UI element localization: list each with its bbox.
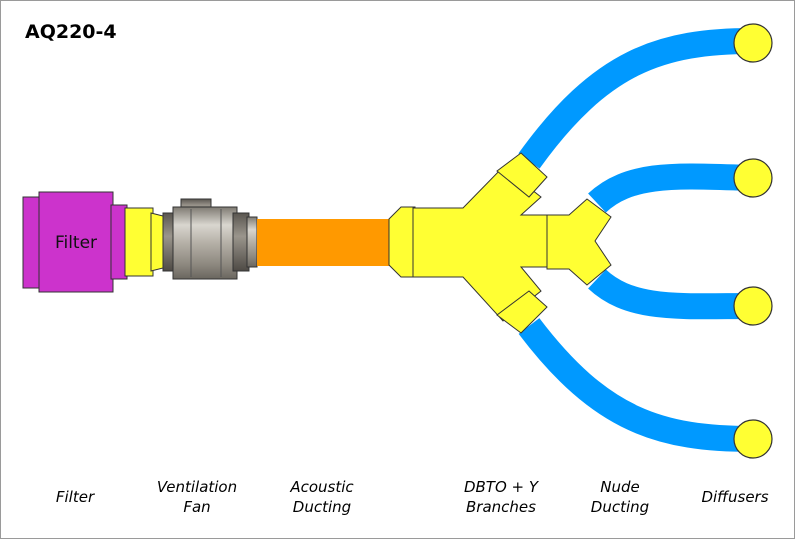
dbto-inlet-connector [388,206,416,278]
acoustic-ducting [257,219,391,266]
diagram-title: AQ220-4 [25,21,117,43]
caption-nude: Nude Ducting [590,478,650,516]
nude-ducting [518,28,754,452]
ventilation-fan [162,198,258,280]
diffuser-3 [733,286,773,326]
caption-branches: DBTO + Y Branches [463,478,539,516]
diffusers [733,23,773,459]
duct-branch-2 [588,163,754,213]
filter-unit: Filter [22,191,128,293]
caption-diffusers: Diffusers [701,488,769,506]
duct-branch-3 [588,269,754,320]
caption-filter: Filter [55,488,95,506]
y-splitter [546,198,612,286]
caption-fan: Ventilation Fan [156,478,238,516]
lower-collar [496,290,548,334]
duct-branch-1 [518,28,754,169]
diffuser-1 [733,23,773,63]
duct-branch-4 [518,318,754,452]
y-branch-body [412,152,612,334]
fan-inlet-connector [124,207,168,277]
filter-label: Filter [55,233,97,253]
caption-acoustic: Acoustic Ducting [290,478,354,516]
diffuser-4 [733,419,773,459]
diffuser-2 [733,158,773,198]
upper-collar [496,152,548,198]
